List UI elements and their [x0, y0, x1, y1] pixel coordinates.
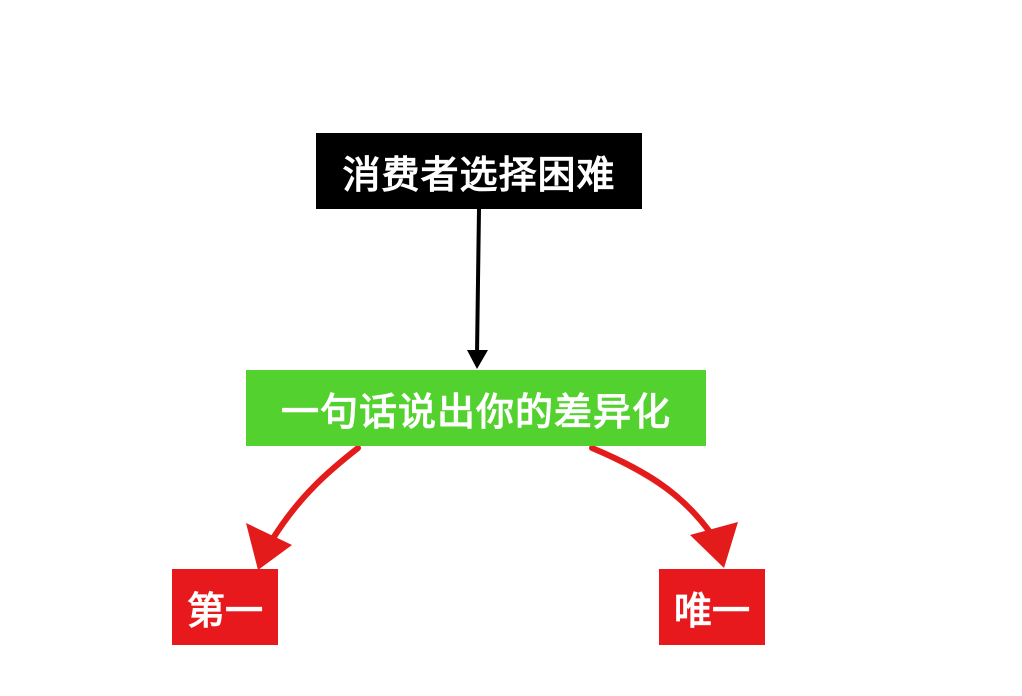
arrow-middle-to-right-head [690, 522, 738, 568]
arrow-top-to-middle-head [467, 350, 488, 369]
node-first: 第一 [172, 569, 278, 645]
node-differentiation: 一句话说出你的差异化 [246, 370, 706, 446]
arrow-top-to-middle [467, 208, 488, 369]
arrow-middle-to-left [246, 445, 361, 570]
arrow-middle-to-left-line-rough [266, 450, 354, 546]
arrow-middle-to-right-line [589, 445, 715, 538]
node-only: 唯一 [659, 569, 765, 645]
arrow-middle-to-left-line [269, 445, 361, 543]
arrow-middle-to-left-head [246, 523, 292, 570]
node-consumer-difficulty: 消费者选择困难 [316, 133, 642, 209]
arrow-top-to-middle-line [475, 208, 481, 355]
arrow-middle-to-right-line-rough [596, 450, 718, 542]
arrow-middle-to-right [589, 445, 738, 568]
